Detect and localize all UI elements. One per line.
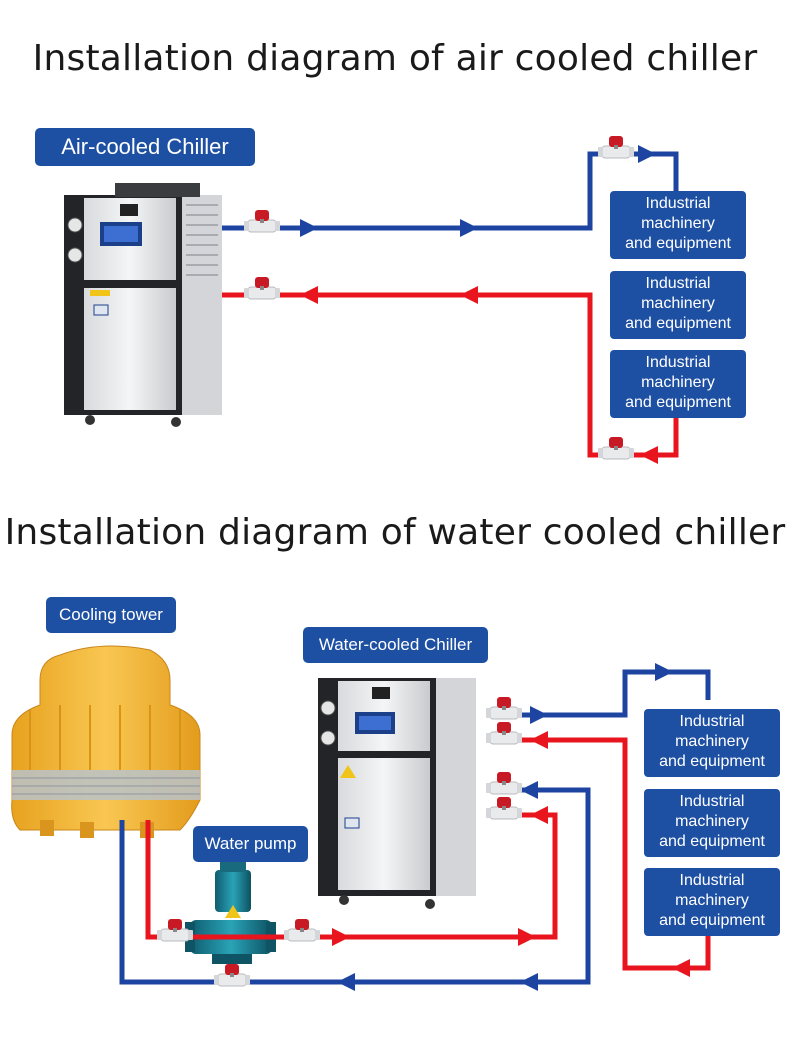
air-supply-pipe [222,151,679,231]
equipment-line-2: machinery [675,733,749,750]
water-equipment-box-1: Industrial machinery and equipment [644,709,780,777]
equipment-line-1: Industrial [645,195,711,212]
equipment-line-1: Industrial [645,275,711,292]
air-equipment-box-3: Industrial machinery and equipment [610,350,746,418]
air-chiller-label: Air-cooled Chiller [35,128,255,166]
equipment-line-3: and equipment [625,315,731,332]
water-return-arrows [332,731,690,977]
water-chiller-unit [318,678,476,909]
water-equipment-box-2: Industrial machinery and equipment [644,789,780,857]
air-equipment-box-1: Industrial machinery and equipment [610,191,746,259]
equipment-line-2: machinery [641,295,715,312]
water-section-title: Installation diagram of water cooled chi… [4,512,786,553]
equipment-line-3: and equipment [625,235,731,252]
water-supply-pipes [119,669,711,985]
equipment-line-3: and equipment [659,833,765,850]
water-chiller-label: Water-cooled Chiller [303,627,488,663]
water-pump [185,862,276,964]
equipment-line-1: Industrial [645,354,711,371]
equipment-line-3: and equipment [659,753,765,770]
water-equipment-box-3: Industrial machinery and equipment [644,868,780,936]
air-return-pipe [222,292,679,458]
equipment-line-1: Industrial [679,793,745,810]
air-section-title: Installation diagram of air cooled chill… [32,38,758,79]
air-chiller-unit [64,183,222,427]
air-equipment-box-2: Industrial machinery and equipment [610,271,746,339]
water-pump-label: Water pump [193,826,308,862]
equipment-line-2: machinery [675,813,749,830]
equipment-line-2: machinery [641,215,715,232]
equipment-line-1: Industrial [679,872,745,889]
air-return-arrows [300,286,658,464]
equipment-line-2: machinery [641,374,715,391]
equipment-line-1: Industrial [679,713,745,730]
air-supply-arrows [300,145,656,237]
water-supply-arrows [337,663,673,991]
equipment-line-3: and equipment [625,394,731,411]
equipment-line-3: and equipment [659,912,765,929]
equipment-line-2: machinery [675,892,749,909]
cooling-tower [11,645,201,838]
cooling-tower-label: Cooling tower [46,597,176,633]
